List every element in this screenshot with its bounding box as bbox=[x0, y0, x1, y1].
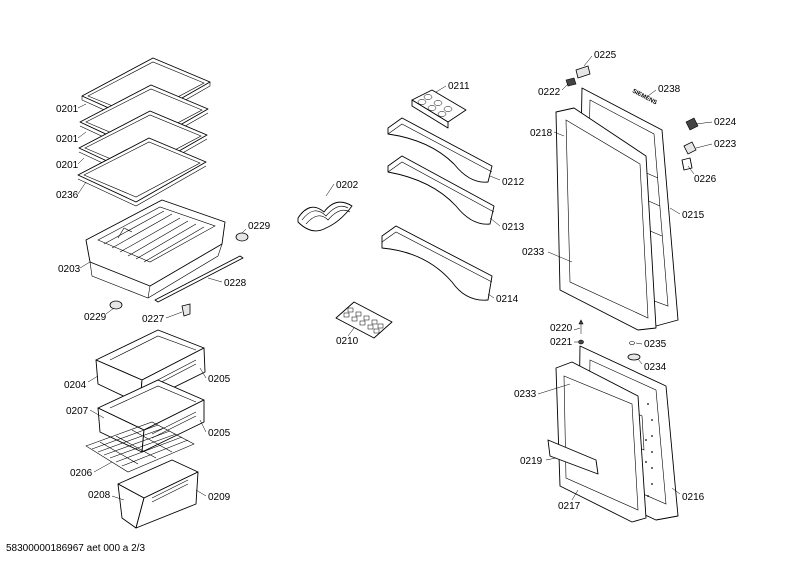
cap-0229-lower bbox=[109, 300, 123, 310]
label-0214: 0214 bbox=[496, 294, 519, 305]
freezer-drawer-bottom bbox=[117, 459, 199, 529]
leader-lines bbox=[77, 55, 713, 501]
hinge-0222 bbox=[565, 77, 577, 87]
door-shelf-0213 bbox=[387, 155, 495, 225]
label-0228: 0228 bbox=[224, 278, 247, 289]
label-0221: 0221 bbox=[550, 337, 573, 348]
cap-0223 bbox=[683, 141, 697, 155]
label-0202: 0202 bbox=[336, 180, 359, 191]
freezer-drawer-middle bbox=[97, 379, 205, 453]
label-0224: 0224 bbox=[714, 117, 737, 128]
door-shelf-0214 bbox=[381, 225, 493, 301]
wire-shelf bbox=[85, 421, 195, 473]
label-0201-b: 0201 bbox=[56, 134, 79, 145]
label-0218: 0218 bbox=[530, 128, 553, 139]
brand-logo: SIEMENS bbox=[631, 88, 658, 106]
label-0217: 0217 bbox=[558, 501, 581, 512]
label-0223: 0223 bbox=[714, 139, 737, 150]
hinge-pin-0234 bbox=[627, 353, 641, 361]
label-0229-b: 0229 bbox=[84, 312, 107, 323]
egg-tray bbox=[411, 89, 467, 129]
label-0209: 0209 bbox=[208, 492, 231, 503]
label-0213: 0213 bbox=[502, 222, 525, 233]
label-0203: 0203 bbox=[58, 264, 81, 275]
label-0206: 0206 bbox=[70, 468, 93, 479]
label-0204: 0204 bbox=[64, 380, 87, 391]
label-0205-b: 0205 bbox=[208, 428, 231, 439]
rail-0228 bbox=[154, 255, 244, 303]
label-0219: 0219 bbox=[520, 456, 543, 467]
clip-0227 bbox=[181, 303, 191, 317]
label-0211: 0211 bbox=[448, 81, 470, 92]
crisper-drawer bbox=[85, 199, 226, 299]
label-0201-c: 0201 bbox=[56, 160, 79, 171]
label-0212: 0212 bbox=[502, 177, 525, 188]
washer-0235 bbox=[629, 341, 635, 345]
cap-0229-upper bbox=[235, 232, 249, 242]
label-0229-a: 0229 bbox=[248, 221, 271, 232]
bush-0221 bbox=[578, 339, 584, 345]
bottle-rack bbox=[297, 201, 353, 232]
upper-door-gasket bbox=[555, 107, 657, 331]
hinge-0224 bbox=[685, 117, 699, 131]
label-0233-b: 0233 bbox=[514, 389, 537, 400]
document-id-footer: 58300000186967 aet 000 a 2/3 bbox=[6, 543, 146, 554]
cap-0226 bbox=[681, 157, 693, 171]
label-0210: 0210 bbox=[336, 336, 359, 347]
lower-door-gasket bbox=[555, 361, 647, 523]
label-0216: 0216 bbox=[682, 492, 705, 503]
handle-strip-0219 bbox=[547, 439, 599, 475]
ice-tray bbox=[335, 301, 393, 339]
label-0215: 0215 bbox=[682, 210, 705, 221]
label-0227: 0227 bbox=[142, 314, 165, 325]
screw-0220 bbox=[578, 319, 584, 334]
label-0207: 0207 bbox=[66, 406, 89, 417]
label-0235: 0235 bbox=[644, 339, 667, 350]
label-0208: 0208 bbox=[88, 490, 111, 501]
label-0201-a: 0201 bbox=[56, 104, 79, 115]
label-0225: 0225 bbox=[594, 50, 617, 61]
label-0220: 0220 bbox=[550, 323, 573, 334]
label-0233-a: 0233 bbox=[522, 247, 545, 258]
door-shelf-0212 bbox=[387, 117, 493, 183]
label-0222: 0222 bbox=[538, 87, 561, 98]
label-0238: 0238 bbox=[658, 84, 681, 95]
glass-shelf-bottom bbox=[77, 137, 207, 207]
label-0205-a: 0205 bbox=[208, 374, 231, 385]
label-0234: 0234 bbox=[644, 362, 667, 373]
label-0226: 0226 bbox=[694, 174, 717, 185]
hinge-0225 bbox=[575, 65, 591, 79]
label-0236: 0236 bbox=[56, 190, 79, 201]
